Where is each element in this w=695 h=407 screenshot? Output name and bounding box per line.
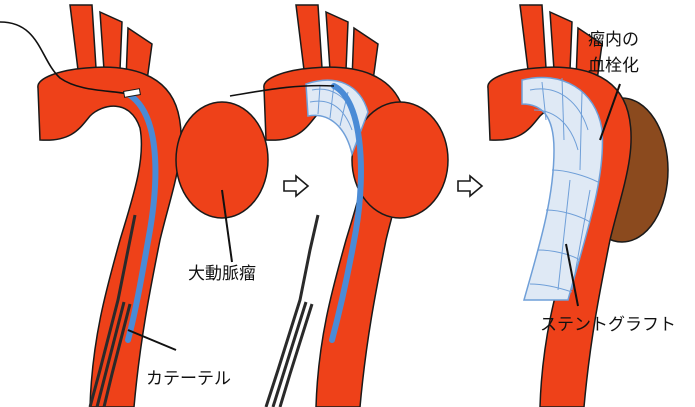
aorta-1	[38, 5, 181, 407]
label-thrombosis-2: 血栓化	[588, 56, 639, 76]
aneurysm-bulge-1	[176, 102, 268, 218]
panel-3	[488, 5, 668, 407]
right-arrow-icon	[284, 176, 308, 196]
panel-2	[230, 5, 448, 407]
aneurysm-bulge-2	[352, 102, 448, 218]
label-thrombosis-1: 瘤内の	[588, 30, 639, 50]
panel-1: 大動脈瘤 カテーテル	[0, 5, 268, 407]
right-arrow-icon	[458, 176, 482, 196]
label-stent-graft: ステントグラフト	[540, 315, 676, 335]
label-aneurysm: 大動脈瘤	[188, 264, 256, 284]
label-catheter: カテーテル	[146, 369, 231, 389]
catheter-2c	[280, 304, 312, 407]
catheter-2b	[273, 302, 306, 407]
